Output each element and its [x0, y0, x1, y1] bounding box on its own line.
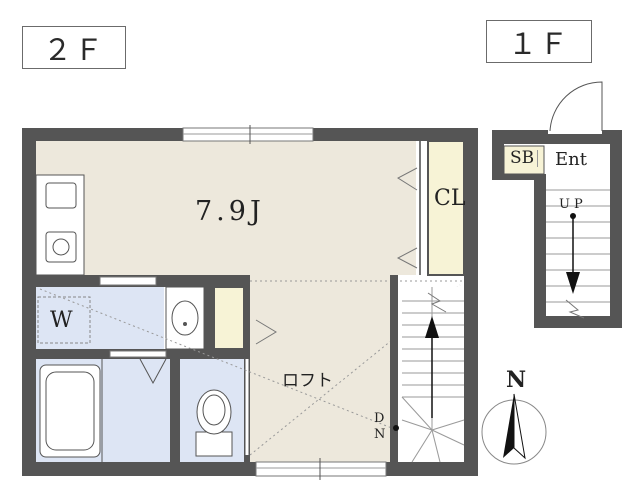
wall-bath-toilet [170, 359, 180, 462]
closet-label: CL [434, 186, 466, 211]
washer-box [37, 296, 91, 344]
dn-dot [393, 425, 399, 431]
up-label: UP [559, 197, 587, 212]
toilet-bowl [196, 389, 232, 435]
bathtub-inner [45, 371, 95, 451]
entrance-door-swing [549, 81, 603, 132]
wash-basin [171, 300, 199, 336]
stove-burner [52, 238, 70, 256]
bottom-window [255, 461, 387, 477]
closet-door-swing-bottom [396, 247, 418, 269]
stair-arrow-head-1f [566, 272, 580, 294]
closet-cl [427, 140, 465, 276]
main-room-size: 7.9J [195, 196, 265, 227]
upper-floor-tag: ２Ｆ [22, 26, 126, 69]
washroom-door-gap [99, 276, 157, 286]
loft-floor [250, 275, 390, 462]
up-dot [570, 213, 576, 219]
down-label: DN [374, 411, 386, 442]
wash-basin-drain [183, 322, 187, 326]
storage-closet [213, 286, 245, 350]
toilet-tank [195, 431, 233, 457]
bath-door-mark [139, 358, 167, 385]
bathtub [39, 364, 101, 458]
shoe-box-label: SB [507, 150, 539, 167]
stove [45, 231, 77, 263]
stair-treads-1f [546, 189, 610, 303]
washer-label: W [50, 308, 73, 333]
stair-arrow-head-2f [425, 316, 439, 338]
stair-wall-2f [390, 275, 398, 462]
bath-door-gap [109, 350, 167, 358]
main-room-floor [36, 141, 416, 275]
stair-break-mark-1f [565, 299, 585, 319]
lower-floor-tag: １Ｆ [486, 20, 592, 63]
entrance-label: Ent [555, 149, 587, 170]
closet-door-swing-top [397, 167, 418, 191]
sink [45, 182, 77, 209]
loft-label: ロフト [282, 371, 333, 391]
stair-well-2f [398, 287, 464, 462]
washer-area [36, 287, 164, 349]
compass-needle-dark [503, 394, 514, 458]
compass-needle-light [513, 393, 526, 460]
toilet-seat [202, 394, 226, 426]
compass-north-label: N [506, 367, 527, 393]
stair-break-mark-2f [427, 292, 447, 313]
stair-well-1f [546, 174, 610, 316]
wall-vertical-washroom [204, 287, 214, 349]
storage-door-mark [255, 319, 277, 345]
